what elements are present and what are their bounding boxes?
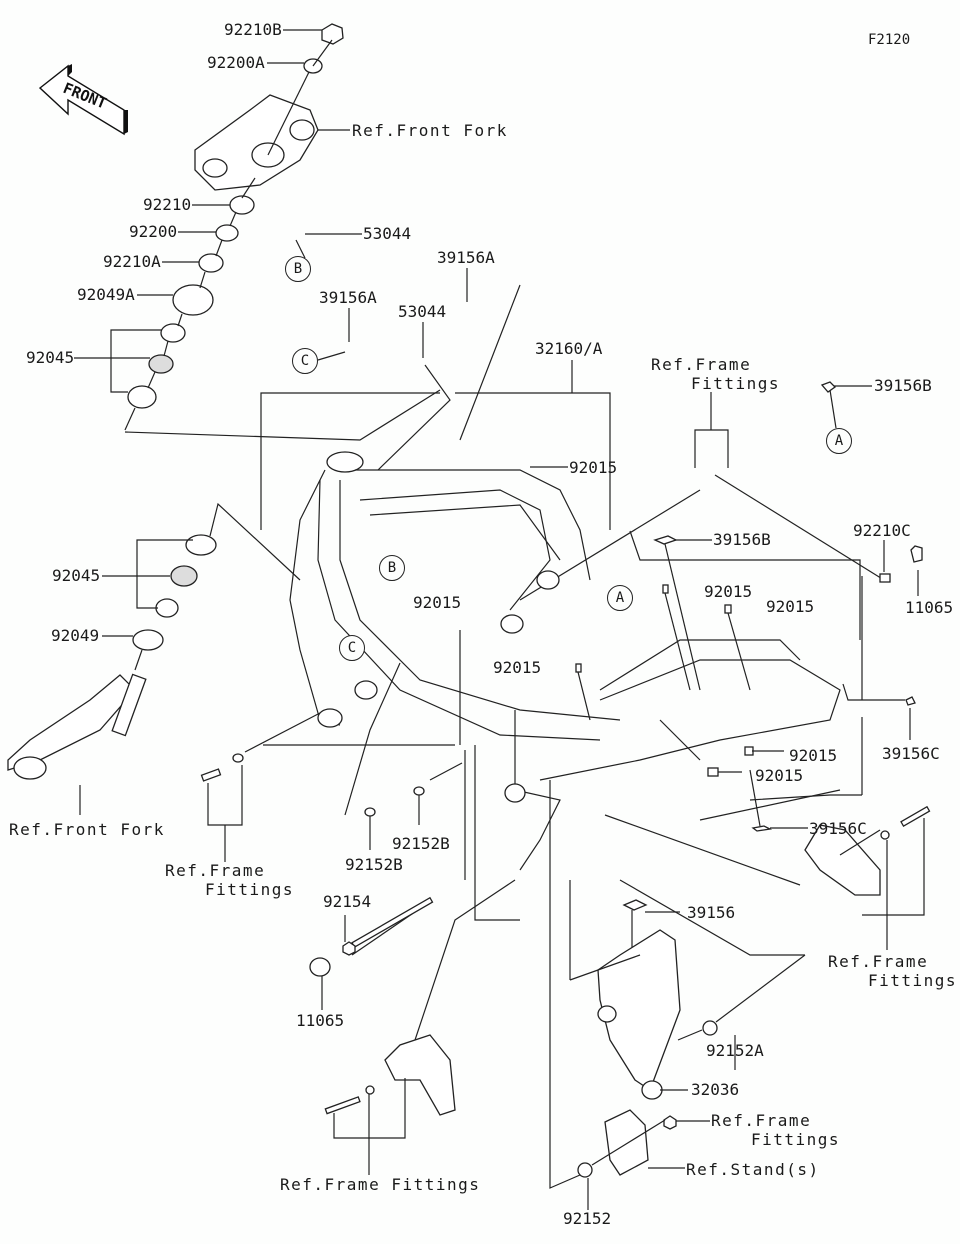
figure-code: F2120 [868,32,911,48]
part-label-92154[interactable]: 92154 [323,892,372,911]
callout-a-top: A [826,428,852,454]
part-label-92200A[interactable]: 92200A [207,53,265,72]
part-label-39156B-mid[interactable]: 39156B [713,530,771,549]
part-label-92015-lower1[interactable]: 92015 [789,746,838,765]
front-arrow-icon: FRONT [38,64,128,136]
part-label-92210B[interactable]: 92210B [224,20,282,39]
ref-frame-fittings-top[interactable]: Ref.Frame [651,355,752,374]
part-label-92049A[interactable]: 92049A [77,285,135,304]
part-label-92015-rear1[interactable]: 92015 [704,582,753,601]
part-label-92015-mid[interactable]: 92015 [493,658,542,677]
part-label-92015-lower2[interactable]: 92015 [755,766,804,785]
ref-frame-fittings-stand[interactable]: Ref.Frame [711,1111,812,1130]
ref-frame-fittings-right[interactable]: Ref.Frame [828,952,929,971]
callout-c-top: C [292,348,318,374]
part-label-39156A-right[interactable]: 39156A [437,248,495,267]
ref-frame-fittings-bottom[interactable]: Ref.Frame Fittings [280,1175,481,1194]
ref-front-fork-upper[interactable]: Ref.Front Fork [352,121,508,140]
part-label-92152[interactable]: 92152 [563,1209,612,1228]
part-label-92015-top[interactable]: 92015 [569,458,618,477]
ref-front-fork-lower[interactable]: Ref.Front Fork [9,820,165,839]
part-label-92152B-left[interactable]: 92152B [345,855,403,874]
ref-frame-fittings-left[interactable]: Ref.Frame [165,861,266,880]
part-label-11065-left[interactable]: 11065 [296,1011,345,1030]
part-label-92015-rear2[interactable]: 92015 [766,597,815,616]
frame-32160 [289,451,841,871]
part-label-32036[interactable]: 32036 [691,1080,740,1099]
part-label-39156C-right[interactable]: 39156C [882,744,940,763]
ref-frame-fittings-stand-line2[interactable]: Fittings [751,1130,841,1149]
part-label-92210[interactable]: 92210 [143,195,192,214]
part-label-32160A[interactable]: 32160/A [535,339,603,358]
part-label-92045-upper[interactable]: 92045 [26,348,75,367]
part-label-39156A-left[interactable]: 39156A [319,288,377,307]
part-label-92210A[interactable]: 92210A [103,252,161,271]
part-label-92049[interactable]: 92049 [51,626,100,645]
part-label-11065-right[interactable]: 11065 [905,598,954,617]
part-label-92210C[interactable]: 92210C [853,521,911,540]
ref-frame-fittings-left-line2[interactable]: Fittings [205,880,295,899]
upper-parts-icons [124,23,344,431]
part-label-39156[interactable]: 39156 [687,903,736,922]
part-label-92015-frame[interactable]: 92015 [413,593,462,612]
part-label-92200[interactable]: 92200 [129,222,178,241]
part-label-39156C-lower[interactable]: 39156C [809,819,867,838]
callout-c-frame: C [339,635,365,661]
part-label-53044-lower[interactable]: 53044 [398,302,447,321]
leader-lines [74,29,919,640]
ref-frame-fittings-right-line2[interactable]: Fittings [868,971,958,990]
part-label-92152B-right[interactable]: 92152B [392,834,450,853]
lower-right-parts [549,381,931,1210]
callout-a-frame: A [607,585,633,611]
ref-stands[interactable]: Ref.Stand(s) [686,1160,820,1179]
part-label-39156B-top[interactable]: 39156B [874,376,932,395]
callout-b-frame: B [379,555,405,581]
ref-frame-fittings-top-line2[interactable]: Fittings [691,374,781,393]
part-label-92045-lower[interactable]: 92045 [52,566,101,585]
part-label-92152A[interactable]: 92152A [706,1041,764,1060]
lower-left-parts [7,502,520,1175]
part-label-53044-upper[interactable]: 53044 [363,224,412,243]
callout-b-top: B [285,256,311,282]
